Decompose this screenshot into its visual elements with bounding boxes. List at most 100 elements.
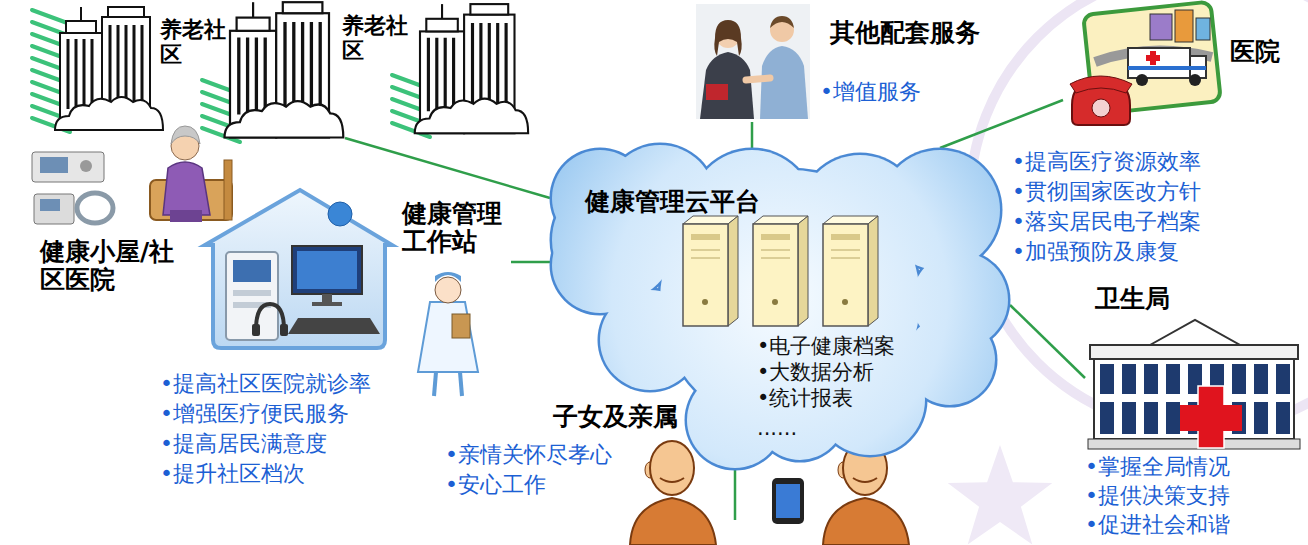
bullet-text: •安心工作 [445, 473, 546, 498]
text-holder: •加强预防及康复 [1012, 240, 1179, 265]
text-holder: •落实居民电子档案 [1012, 210, 1201, 235]
text-holder: 卫生局 [1095, 285, 1170, 313]
health-house [288, 318, 380, 334]
workstation-node: 健康管理工作站 [398, 198, 511, 400]
text-holder: •增值服务 [820, 80, 921, 105]
bullet-text: •贯彻国家医改方针 [1012, 180, 1201, 205]
medical-devices [32, 152, 113, 224]
nurse [434, 372, 436, 396]
connector-line [345, 138, 550, 198]
node-text: 养老社区 [342, 14, 412, 63]
handshake-photo [760, 46, 808, 119]
family-members [772, 478, 804, 524]
text-holder: 健康管理工作站 [402, 200, 507, 256]
bullet-text: •加强预防及康复 [1012, 240, 1179, 265]
medical-devices [34, 194, 74, 224]
hospital-icon [1128, 66, 1206, 70]
elderly-woman [171, 126, 200, 144]
bullet-text: •促进社会和谐 [1085, 513, 1230, 538]
hospital-icon [1070, 2, 1221, 125]
nurse [418, 272, 478, 396]
community-building: 养老社区 [228, 0, 417, 138]
bullet-text: •亲情关怀尽孝心 [445, 443, 612, 468]
health-house [233, 290, 271, 296]
text-holder: •提高社区医院就诊率 [160, 372, 371, 397]
family-members [650, 441, 694, 495]
connector-line [511, 261, 550, 264]
elderly-woman [163, 162, 210, 215]
node-text: 卫生局 [1095, 285, 1170, 313]
node-text: 健康管理工作站 [402, 200, 507, 256]
text-holder: 健康小屋/社区医院 [40, 238, 185, 294]
cloud-border [550, 143, 1011, 471]
nurse [435, 277, 461, 303]
health-house [292, 246, 362, 294]
text-holder: 养老社区 [342, 14, 412, 63]
text-holder: •统计报表 [757, 387, 853, 411]
watermark-seal [948, 445, 1053, 545]
hospital-icon [1189, 74, 1201, 86]
nurse [435, 272, 461, 282]
text-holder: •贯彻国家医改方针 [1012, 180, 1201, 205]
connector-line [940, 100, 1063, 148]
family-members [853, 478, 877, 482]
handshake-photo [700, 52, 754, 119]
medical-devices [80, 160, 92, 172]
hospital-icon [1146, 55, 1160, 61]
family-members [630, 498, 716, 545]
node-text: 健康管理云平台 [585, 188, 760, 216]
text-holder: ...... [757, 417, 797, 441]
bullet-text: •增强医疗便民服务 [160, 402, 349, 427]
text-holder: •大数据分析 [757, 361, 874, 385]
text-holder: •促进社会和谐 [1085, 513, 1230, 538]
bullet-text: •提高医疗资源效率 [1012, 150, 1201, 175]
servers [823, 216, 878, 326]
medical-devices [40, 199, 60, 211]
hospital-icon [1128, 48, 1190, 78]
cloud-bullet: •大数据分析 [757, 361, 874, 385]
health-house [312, 302, 342, 306]
node-text: 健康小屋/社区医院 [40, 238, 185, 294]
bullet-text: •掌握全局情况 [1085, 455, 1230, 480]
health-house [322, 294, 332, 302]
medical-devices [32, 152, 104, 182]
hospital-icon [1092, 99, 1110, 117]
nurse [418, 302, 478, 372]
health-house [256, 304, 284, 330]
health-house [205, 190, 392, 348]
service-node: 其他配套服务 [693, 3, 995, 122]
hospital-icon [1175, 10, 1193, 42]
health-bureau-node: 卫生局 [1085, 283, 1302, 453]
health-bureau-building [1088, 439, 1300, 449]
handshake-photo [746, 78, 770, 80]
bullet-text: •提供决策支持 [1085, 484, 1230, 509]
nurse [460, 372, 462, 396]
family-members [776, 484, 800, 518]
health-house [328, 202, 352, 226]
health-bureau-building [1094, 359, 1294, 439]
family-members [823, 498, 909, 545]
community-building: 养老社区 [58, 4, 235, 128]
health-bureau-building [1090, 345, 1298, 359]
connector-line [1010, 305, 1085, 378]
medical-devices [77, 193, 113, 223]
nurse [452, 314, 470, 338]
handshake-photo [696, 4, 810, 119]
text-holder: 医院 [1230, 38, 1280, 66]
connector-line [734, 470, 737, 520]
node-text: 子女及亲属 [553, 403, 678, 431]
health-house [280, 324, 288, 336]
node-text: 养老社区 [160, 18, 230, 67]
health-bureau-building [1100, 364, 1290, 434]
text-holder: •掌握全局情况 [1085, 455, 1230, 480]
health-house [297, 251, 357, 289]
bullet-text: •提升社区档次 [160, 462, 305, 487]
servers [683, 216, 738, 326]
node-text: 医院 [1230, 38, 1280, 66]
health-house [252, 324, 260, 336]
elderly-woman [224, 160, 232, 220]
health-house [233, 260, 271, 282]
cloud-bullet: •统计报表 [757, 387, 853, 411]
text-holder: •提高居民满意度 [160, 432, 327, 457]
